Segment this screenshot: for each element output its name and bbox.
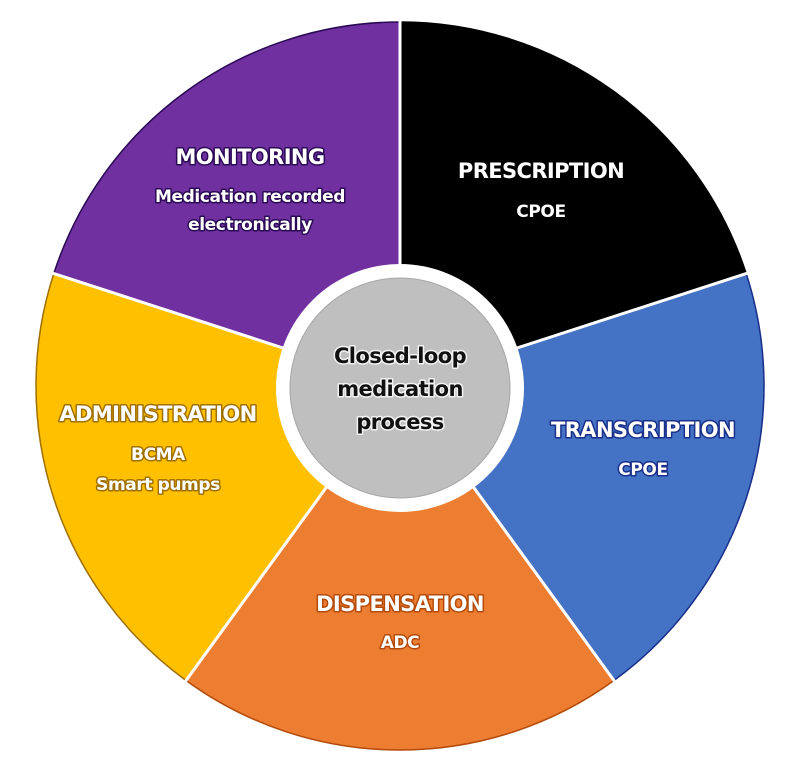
center-label-line-1: Closed-loop: [334, 344, 467, 368]
segment-detail-administration: Smart pumps: [96, 475, 220, 495]
segment-detail-transcription: CPOE: [618, 460, 667, 480]
segment-detail-monitoring: electronically: [188, 215, 312, 235]
center-disc: [289, 277, 511, 499]
segment-title-administration: ADMINISTRATION: [59, 402, 256, 426]
center-label-line-3: process: [356, 410, 443, 434]
segment-title-prescription: PRESCRIPTION: [458, 159, 624, 183]
segment-detail-dispensation: ADC: [381, 633, 420, 653]
center-label-line-2: medication: [337, 377, 463, 401]
segment-title-dispensation: DISPENSATION: [316, 592, 484, 616]
segment-detail-prescription: CPOE: [516, 202, 565, 222]
segment-title-transcription: TRANSCRIPTION: [551, 418, 735, 442]
segment-title-monitoring: MONITORING: [175, 145, 324, 169]
segment-dispensation: [184, 384, 616, 751]
center-hub: Closed-loop medication process: [276, 264, 524, 512]
segment-detail-administration: BCMA: [131, 445, 186, 465]
labels-layer: PRESCRIPTION CPOE TRANSCRIPTION CPOE DISPENS…: [58, 144, 737, 655]
segment-monitoring: [52, 21, 401, 388]
segment-detail-monitoring: Medication recorded: [155, 187, 345, 207]
segment-prescription: [399, 21, 748, 388]
